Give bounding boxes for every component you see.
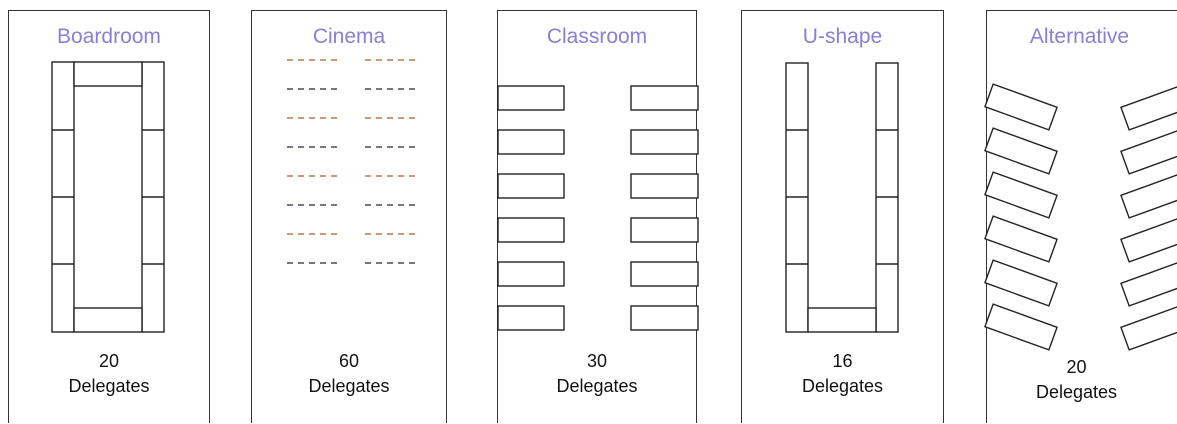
- delegate-count: 20 Delegates: [987, 355, 1166, 405]
- desk-right: [630, 305, 699, 331]
- angled-table-right: [1120, 171, 1177, 219]
- desk-left: [497, 217, 565, 243]
- delegate-unit: Delegates: [68, 376, 150, 396]
- desk-left: [497, 85, 565, 111]
- angled-table-right: [1120, 259, 1177, 307]
- delegate-number: 16: [832, 351, 853, 371]
- boardroom-panel: Boardroom 20 Delegates: [8, 10, 210, 423]
- layout-title: Classroom: [546, 25, 648, 48]
- angled-table-left: [984, 83, 1058, 131]
- angled-table-left: [984, 303, 1058, 351]
- layout-title: U-shape: [802, 25, 883, 48]
- delegate-count: 60 Delegates: [252, 349, 446, 399]
- classroom-diagram: [497, 85, 699, 331]
- alternative-diagram: [984, 83, 1177, 351]
- delegate-number: 60: [338, 351, 360, 371]
- angled-table-right: [1120, 127, 1177, 175]
- u-shape-panel: U-shape 16 Delegates: [741, 10, 944, 423]
- delegate-unit: Delegates: [308, 376, 390, 396]
- angled-table-right: [1120, 83, 1177, 131]
- delegate-number: 20: [1066, 357, 1087, 377]
- angled-table-left: [984, 259, 1058, 307]
- layout-title: Alternative: [1029, 25, 1130, 48]
- desk-left: [497, 129, 565, 155]
- delegate-number: 30: [586, 351, 608, 371]
- alternative-panel: Alternative 20 Delegates: [984, 10, 1177, 423]
- top-table-end: [73, 61, 143, 87]
- angled-table-left: [984, 215, 1058, 263]
- delegate-unit: Delegates: [801, 376, 884, 396]
- classroom-panel: Classroom 30 Delegates: [497, 10, 699, 423]
- layout-title: Boardroom: [57, 25, 161, 48]
- desk-right: [630, 217, 699, 243]
- desk-left: [497, 305, 565, 331]
- cinema-panel: Cinema 60 Delegates: [251, 10, 447, 423]
- bottom-table-end: [73, 307, 143, 333]
- angled-table-left: [984, 171, 1058, 219]
- desk-right: [630, 173, 699, 199]
- u-bottom: [807, 307, 877, 333]
- delegate-count: 20 Delegates: [9, 349, 209, 399]
- delegate-count: 16 Delegates: [742, 349, 943, 399]
- desk-right: [630, 85, 699, 111]
- delegate-unit: Delegates: [556, 376, 638, 396]
- desk-right: [630, 129, 699, 155]
- desk-left: [497, 261, 565, 287]
- delegate-count: 30 Delegates: [498, 349, 696, 399]
- delegate-unit: Delegates: [1035, 382, 1118, 402]
- cinema-diagram: [287, 59, 416, 264]
- desk-left: [497, 173, 565, 199]
- desk-right: [630, 261, 699, 287]
- angled-table-left: [984, 127, 1058, 175]
- delegate-number: 20: [98, 351, 120, 371]
- u-shape-diagram: [785, 62, 899, 333]
- boardroom-diagram: [51, 61, 165, 333]
- angled-table-right: [1120, 303, 1177, 351]
- angled-table-right: [1120, 215, 1177, 263]
- layout-title: Cinema: [312, 25, 386, 48]
